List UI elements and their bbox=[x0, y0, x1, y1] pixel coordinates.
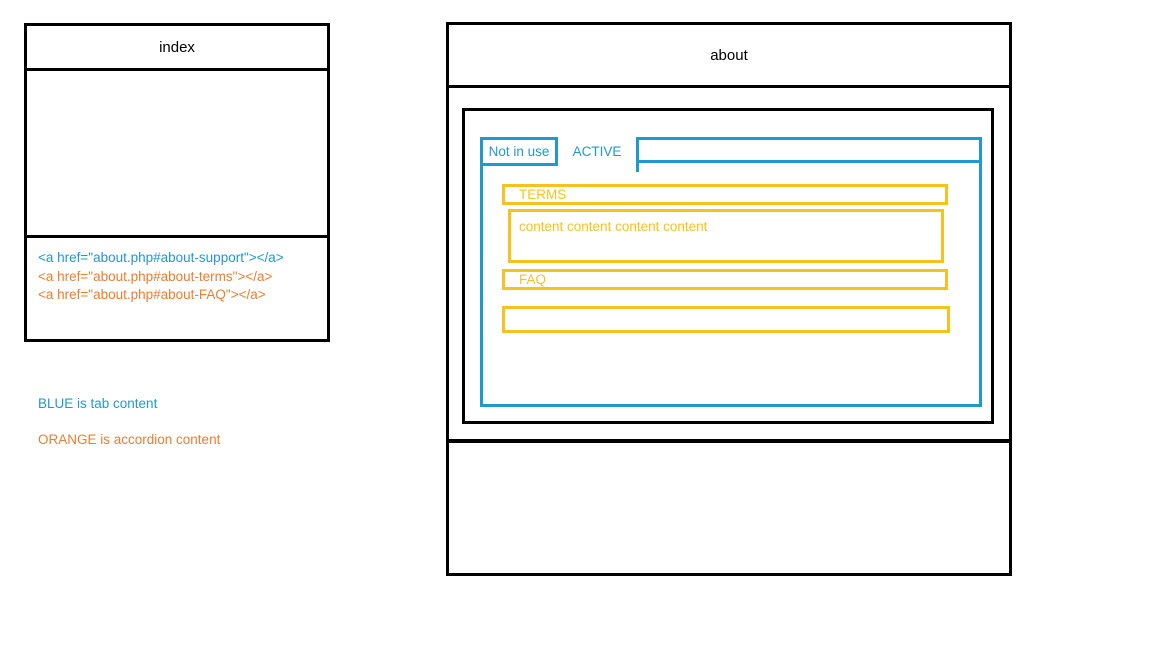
accordion-faq-header[interactable]: FAQ bbox=[502, 269, 948, 290]
link-about-faq[interactable]: <a href="about.php#about-FAQ"></a> bbox=[38, 287, 266, 302]
index-links-section: <a href="about.php#about-support"></a> <… bbox=[27, 235, 327, 339]
index-page-frame: index <a href="about.php#about-support">… bbox=[24, 23, 330, 342]
about-content-frame: Not in use ACTIVE TERMS content content … bbox=[462, 108, 994, 424]
link-about-terms[interactable]: <a href="about.php#about-terms"></a> bbox=[38, 268, 273, 284]
link-about-support[interactable]: <a href="about.php#about-support"></a> bbox=[38, 250, 284, 265]
accordion-terms-header[interactable]: TERMS bbox=[502, 184, 948, 205]
about-page-frame: about Not in use ACTIVE TERMS content co… bbox=[446, 22, 1012, 576]
about-page-main-area: Not in use ACTIVE TERMS content content … bbox=[449, 88, 1009, 439]
tab-not-in-use[interactable]: Not in use bbox=[480, 137, 558, 166]
index-page-empty-area bbox=[27, 71, 327, 235]
legend-blue-note: BLUE is tab content bbox=[38, 396, 158, 411]
tab-divider-tick bbox=[636, 166, 639, 172]
legend-orange-note: ORANGE is accordion content bbox=[38, 432, 221, 447]
accordion-empty-row bbox=[502, 306, 950, 333]
index-page-title: index bbox=[27, 26, 327, 71]
about-page-footer-area bbox=[449, 439, 1009, 573]
accordion-terms-content: content content content content bbox=[508, 209, 944, 263]
tab-active[interactable]: ACTIVE bbox=[558, 137, 639, 166]
tab-bar: Not in use ACTIVE bbox=[480, 137, 979, 166]
about-page-title: about bbox=[449, 25, 1009, 88]
tab-panel: Not in use ACTIVE TERMS content content … bbox=[480, 137, 982, 407]
